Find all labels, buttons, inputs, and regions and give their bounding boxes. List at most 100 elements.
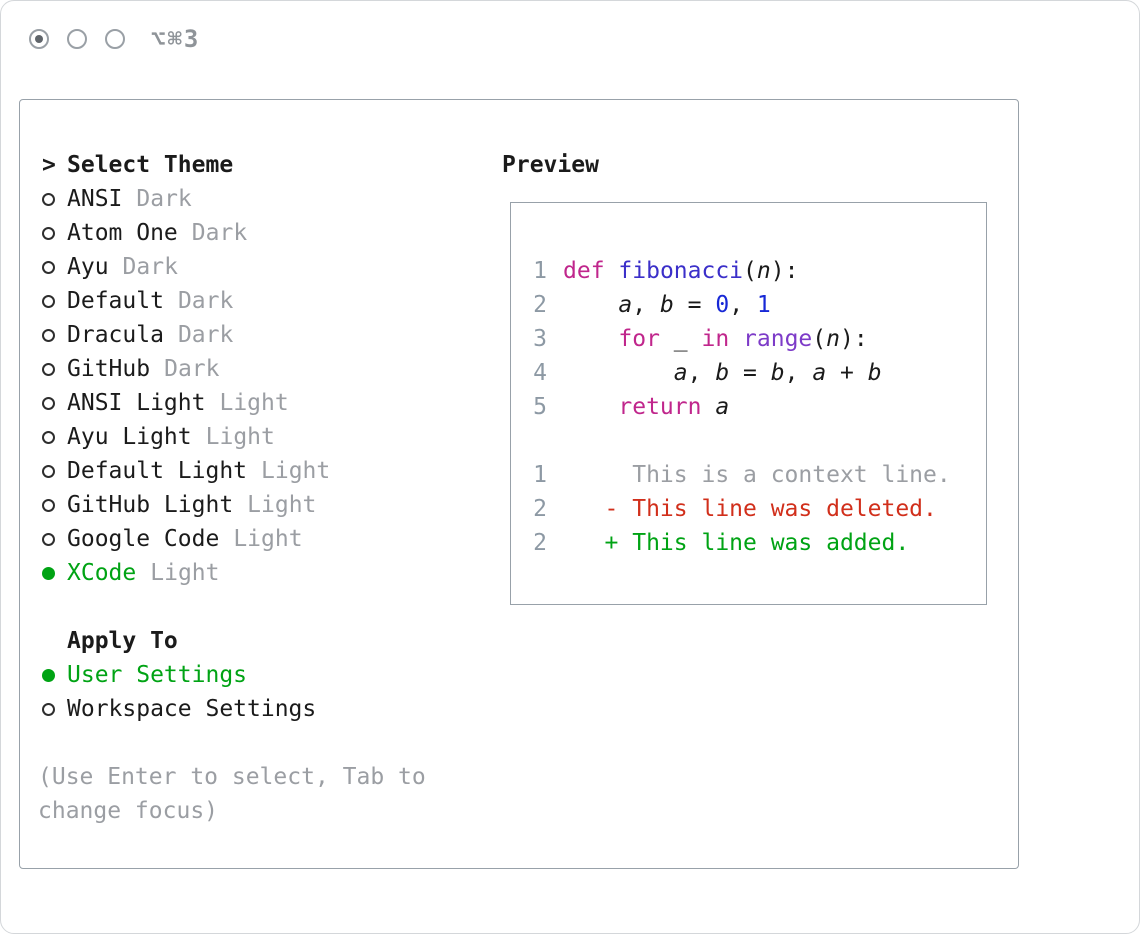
blank-line [533,424,986,458]
theme-variant: Dark [122,254,178,280]
radio-slot [42,430,67,444]
radio-icon [42,260,55,274]
radio-selected-icon [42,566,55,580]
apply-to-title: Apply To [67,628,178,654]
select-theme-title: Select Theme [67,152,234,178]
window-button-close[interactable] [29,29,49,49]
code-text: return a [618,394,730,420]
apply-to-title-row: Apply To [42,624,448,658]
theme-name: ANSI Light [67,390,206,416]
radio-slot [42,260,67,274]
hint-text: (Use Enter to select, Tab to change focu… [38,764,426,824]
radio-icon [42,226,55,240]
code-text: def fibonacci(n): [563,258,799,284]
radio-icon [42,498,55,512]
preview-title-row: Preview [502,148,987,182]
apply-option-label: User Settings [67,662,248,688]
theme-option-dracula[interactable]: Dracula Dark [42,318,448,352]
code-text: This is a context line. [563,462,951,488]
apply-option-user-settings[interactable]: User Settings [42,658,448,692]
radio-slot [42,362,67,376]
radio-selected-icon [42,668,55,682]
line-number: 4 [533,360,547,386]
code-line: 2 + This line was added. [533,526,986,560]
code-line: 2 - This line was deleted. [533,492,986,526]
radio-slot [42,294,67,308]
titlebar: ⌥⌘3 [29,25,200,53]
line-number: 2 [533,530,547,556]
theme-variant: Dark [177,322,234,348]
selection-caret: > [42,152,56,178]
window-button-minimize[interactable] [67,29,87,49]
theme-name: ANSI [67,186,123,212]
theme-variant: Dark [191,220,248,246]
code-line: 5 return a [533,390,986,424]
theme-variant: Dark [136,186,192,212]
code-line: 2 a, b = 0, 1 [533,288,986,322]
theme-variant: Light [247,492,317,518]
theme-name: Default [67,288,164,314]
theme-variant: Light [219,390,289,416]
radio-slot [42,226,67,240]
preview-title: Preview [502,152,599,178]
theme-variant: Light [150,560,220,586]
radio-slot [42,328,67,342]
code-text: a, b = 0, 1 [618,292,771,318]
radio-icon [42,294,55,308]
line-number: 1 [533,258,547,284]
theme-variant: Dark [164,356,220,382]
code-line: 1 def fibonacci(n): [533,254,986,288]
window-button-zoom[interactable] [105,29,125,49]
theme-name: Atom One [67,220,178,246]
code-line: 4 a, b = b, a + b [533,356,986,390]
active-window-dot-icon [35,35,43,43]
theme-name: Ayu Light [67,424,192,450]
radio-icon [42,396,55,410]
theme-variant: Light [205,424,275,450]
theme-option-ansi-light[interactable]: ANSI Light Light [42,386,448,420]
code-text: + This line was added. [563,530,910,556]
radio-icon [42,362,55,376]
radio-slot [42,464,67,478]
spacer [42,590,448,624]
line-number: 2 [533,292,547,318]
radio-slot [42,668,67,682]
radio-icon [42,430,55,444]
radio-slot [42,702,67,716]
code-line: 3 for _ in range(n): [533,322,986,356]
theme-option-ayu-light[interactable]: Ayu Light Light [42,420,448,454]
line-number: 5 [533,394,547,420]
diff-block: 1 This is a context line.2 - This line w… [533,458,986,560]
radio-icon [42,702,55,716]
theme-name: Dracula [67,322,164,348]
apply-option-label: Workspace Settings [67,696,317,722]
select-theme-title-row: > Select Theme [42,148,448,182]
theme-option-atom-one[interactable]: Atom One Dark [42,216,448,250]
keyboard-shortcut-label: ⌥⌘3 [151,25,201,53]
radio-icon [42,464,55,478]
theme-variant: Light [233,526,303,552]
radio-icon [42,328,55,342]
line-number: 3 [533,326,547,352]
apply-option-workspace-settings[interactable]: Workspace Settings [42,692,448,726]
radio-slot [42,396,67,410]
line-number: 2 [533,496,547,522]
radio-slot [42,532,67,546]
radio-icon [42,532,55,546]
theme-variant: Light [261,458,331,484]
code-line: 1 This is a context line. [533,458,986,492]
theme-option-ansi[interactable]: ANSI Dark [42,182,448,216]
